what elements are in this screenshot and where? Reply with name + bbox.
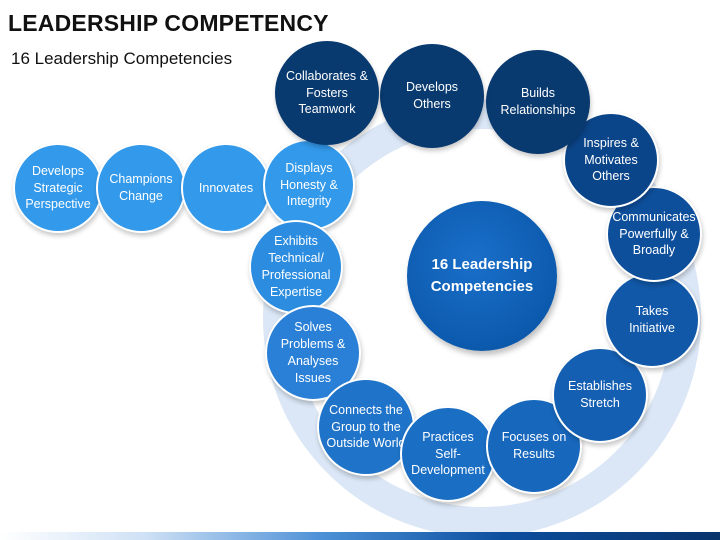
competency-label: Solves Problems & Analyses Issues bbox=[280, 320, 346, 385]
center-label: 16 Leadership Competencies bbox=[430, 256, 534, 295]
competency-label: Focuses on Results bbox=[501, 430, 567, 461]
competency-takes-initiative: Takes Initiative bbox=[604, 272, 700, 368]
competency-champions-change: Champions Change bbox=[96, 143, 186, 233]
competency-collaborates-fosters-teamwork: Collaborates & Fosters Teamwork bbox=[275, 41, 379, 145]
competency-exhibits-technical-expertise: Exhibits Technical/ Professional Experti… bbox=[249, 220, 343, 314]
competency-builds-relationships: Builds Relationships bbox=[486, 50, 590, 154]
competency-label: Connects the Group to the Outside World bbox=[326, 402, 406, 451]
competency-label: Displays Honesty & Integrity bbox=[280, 160, 338, 209]
competency-label: Develops Strategic Perspective bbox=[25, 163, 91, 212]
competency-label: Collaborates & Fosters Teamwork bbox=[286, 68, 368, 117]
competency-practices-self-development: Practices Self-Development bbox=[400, 406, 496, 502]
competency-label: Takes Initiative bbox=[629, 304, 675, 335]
competency-label: Practices Self-Development bbox=[411, 429, 485, 478]
competency-develops-strategic-perspective: Develops Strategic Perspective bbox=[13, 143, 103, 233]
page-title: LEADERSHIP COMPETENCY bbox=[8, 10, 329, 36]
competency-label: Inspires & Motivates Others bbox=[583, 135, 639, 184]
page-subtitle: 16 Leadership Competencies bbox=[11, 49, 233, 68]
competency-displays-honesty-integrity: Displays Honesty & Integrity bbox=[263, 139, 355, 231]
competency-label: Innovates bbox=[198, 180, 254, 195]
competency-label: Champions Change bbox=[109, 172, 173, 203]
competency-develops-others: Develops Others bbox=[380, 44, 484, 148]
competency-label: Exhibits Technical/ Professional Experti… bbox=[261, 234, 331, 299]
competency-label: Establishes Stretch bbox=[568, 379, 632, 410]
competency-connects-group-outside-world: Connects the Group to the Outside World bbox=[317, 378, 415, 476]
competency-label: Develops Others bbox=[405, 80, 459, 111]
competency-label: Builds Relationships bbox=[500, 86, 576, 117]
bottom-gradient-bar bbox=[0, 532, 720, 540]
competency-innovates: Innovates bbox=[181, 143, 271, 233]
competency-label: Communicates Powerfully & Broadly bbox=[612, 209, 696, 258]
center-circle: 16 Leadership Competencies bbox=[407, 201, 557, 351]
